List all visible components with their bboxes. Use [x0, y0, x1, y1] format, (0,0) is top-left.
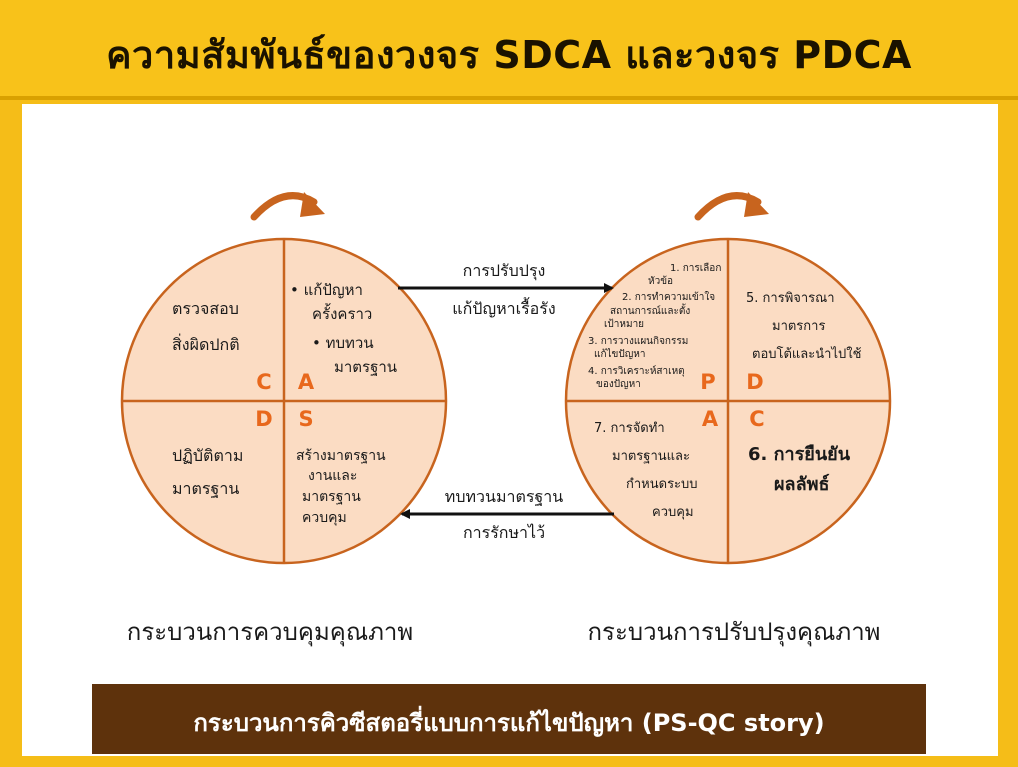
sdca-letter-d: D: [255, 407, 272, 431]
maintain-arrow-label: ทบทวนมาตรฐาน: [445, 487, 564, 506]
pdca-rotation-arrow: [694, 192, 769, 221]
sdca-standard-text: สร้างมาตรฐาน: [296, 448, 386, 464]
pdca-plan-step: 3. การวางแผนกิจกรรม: [588, 336, 688, 347]
pdca-plan-step: 1. การเลือก: [670, 262, 721, 274]
pdca-letter-p: P: [700, 370, 715, 394]
sdca-standard-text: มาตรฐาน: [302, 489, 361, 505]
banner-text: กระบวนการคิวซีสตอรี่แบบการแก้ไขปัญหา (PS…: [193, 709, 825, 737]
pdca-plan-step: 4. การวิเคราะห์สาเหตุ: [588, 365, 685, 377]
sdca-letter-a: A: [298, 370, 315, 394]
pdca-plan-step: หัวข้อ: [648, 275, 673, 287]
sdca-do-text: ปฏิบัติตาม: [172, 446, 243, 465]
pdca-plan-step: ของปัญหา: [596, 379, 641, 390]
sdca-rotation-arrow: [250, 192, 325, 221]
sdca-letter-s: S: [298, 407, 313, 431]
slide-area: C A D S ตรวจสอบ สิ่งผิดปกติ • แก้ปัญหา ค…: [22, 104, 998, 756]
pdca-check-step: 6. การยืนยัน: [748, 444, 851, 465]
pdca-plan-step: 2. การทำความเข้าใจ: [622, 291, 715, 303]
sdca-check-text: ตรวจสอบ: [172, 299, 239, 318]
sdca-act-text: ครั้งคราว: [312, 303, 372, 323]
pdca-caption: กระบวนการปรับปรุงคุณภาพ: [588, 618, 881, 647]
page-title: ความสัมพันธ์ของวงจร SDCA และวงจร PDCA: [106, 33, 912, 77]
pdca-act-step: 7. การจัดทำ: [594, 421, 665, 436]
pdca-act-step: ควบคุม: [652, 505, 694, 520]
pdca-plan-step: แก้ไขปัญหา: [594, 348, 645, 360]
title-bar: ความสัมพันธ์ของวงจร SDCA และวงจร PDCA: [0, 0, 1018, 100]
maintain-arrow-label: การรักษาไว้: [463, 523, 545, 542]
sdca-do-text: มาตรฐาน: [172, 479, 239, 498]
sdca-check-text: สิ่งผิดปกติ: [172, 333, 240, 354]
pdca-letter-d: D: [746, 370, 763, 394]
pdca-letter-c: C: [749, 407, 764, 431]
pdca-check-step: ผลลัพธ์: [774, 473, 829, 495]
pdca-letter-a: A: [702, 407, 719, 431]
sdca-standard-text: งานและ: [308, 468, 357, 484]
sdca-act-text: มาตรฐาน: [334, 358, 397, 376]
sdca-act-text: • ทบทวน: [312, 334, 374, 352]
improvement-arrow-label: แก้ปัญหาเรื้อรัง: [452, 297, 555, 318]
pdca-circle: [564, 237, 892, 565]
sdca-circle: [120, 237, 448, 565]
cycle-diagram: C A D S ตรวจสอบ สิ่งผิดปกติ • แก้ปัญหา ค…: [120, 192, 892, 647]
pdca-do-step: 5. การพิจารณา: [746, 291, 835, 306]
improvement-arrow-label: การปรับปรุง: [463, 261, 546, 281]
sdca-standard-text: ควบคุม: [302, 510, 347, 526]
pdca-act-step: กำหนดระบบ: [626, 477, 698, 492]
pdca-do-step: มาตรการ: [772, 319, 825, 334]
bottom-banner: กระบวนการคิวซีสตอรี่แบบการแก้ไขปัญหา (PS…: [92, 684, 926, 754]
sdca-caption: กระบวนการควบคุมคุณภาพ: [127, 618, 413, 647]
sdca-letter-c: C: [256, 370, 271, 394]
pdca-do-step: ตอบโต้และนำไปใช้: [752, 346, 862, 362]
pdca-plan-step: เป้าหมาย: [604, 318, 644, 330]
sdca-act-text: • แก้ปัญหา: [290, 281, 363, 299]
pdca-act-step: มาตรฐานและ: [612, 449, 690, 464]
pdca-plan-step: สถานการณ์และตั้ง: [610, 303, 690, 317]
